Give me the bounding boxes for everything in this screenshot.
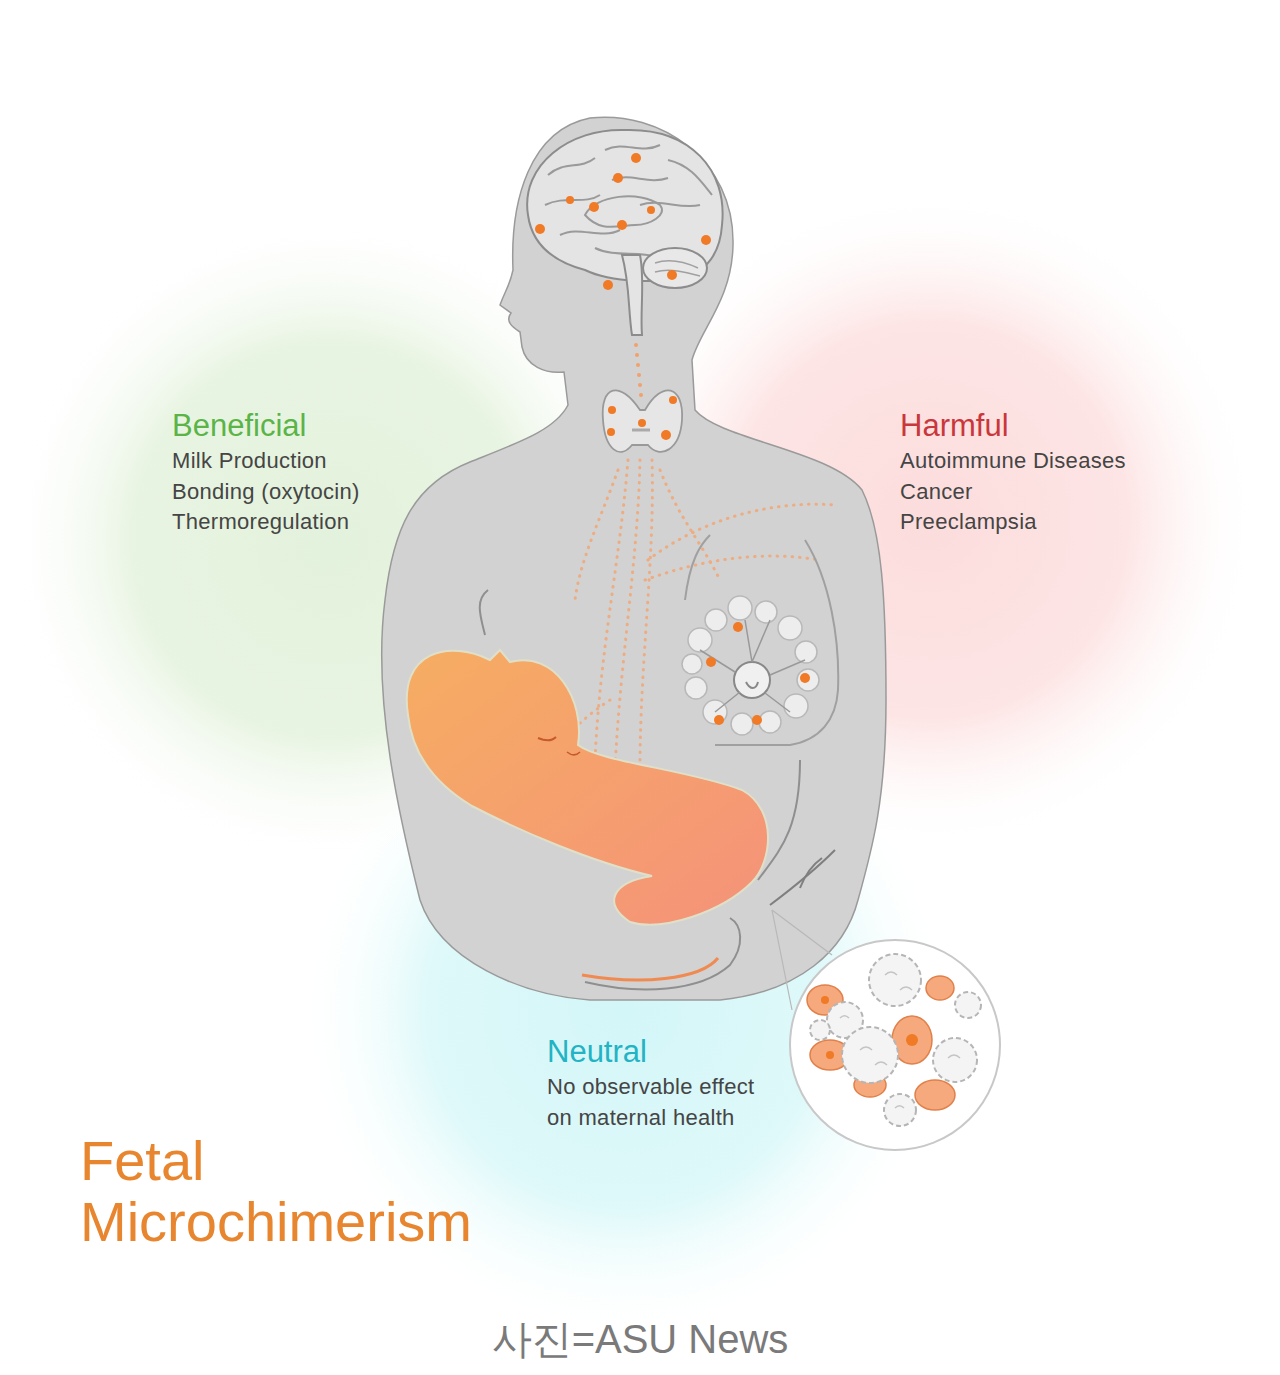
diagram-title: Fetal Microchimerism bbox=[80, 1130, 560, 1252]
thyroid bbox=[603, 390, 682, 452]
effect-group: HarmfulAutoimmune DiseasesCancerPreeclam… bbox=[900, 408, 1250, 538]
cell-tree bbox=[555, 460, 835, 770]
mother-silhouette bbox=[382, 117, 886, 1000]
mother-arm bbox=[480, 590, 800, 989]
effect-group: NeutralNo observable effect on maternal … bbox=[547, 1034, 775, 1133]
effect-item: Cancer bbox=[900, 477, 1250, 508]
breast bbox=[682, 535, 838, 745]
group-heading: Beneficial bbox=[172, 408, 512, 444]
baby bbox=[407, 650, 768, 925]
group-heading: Harmful bbox=[900, 408, 1250, 444]
baby-foot-edge bbox=[582, 958, 718, 980]
group-heading: Neutral bbox=[547, 1034, 775, 1070]
effect-item: Milk Production bbox=[172, 446, 512, 477]
cell-trail bbox=[634, 343, 643, 397]
effect-group: BeneficialMilk ProductionBonding (oxytoc… bbox=[172, 408, 512, 538]
effect-item: Autoimmune Diseases bbox=[900, 446, 1250, 477]
effect-item: No observable effect on maternal health bbox=[547, 1072, 775, 1133]
effect-item: Preeclampsia bbox=[900, 507, 1250, 538]
brain bbox=[527, 130, 722, 335]
effect-item: Thermoregulation bbox=[172, 507, 512, 538]
photo-credit: 사진=ASU News bbox=[0, 1315, 1280, 1363]
blood-cell-inset bbox=[790, 940, 1000, 1150]
effect-item: Bonding (oxytocin) bbox=[172, 477, 512, 508]
vein bbox=[770, 850, 835, 905]
